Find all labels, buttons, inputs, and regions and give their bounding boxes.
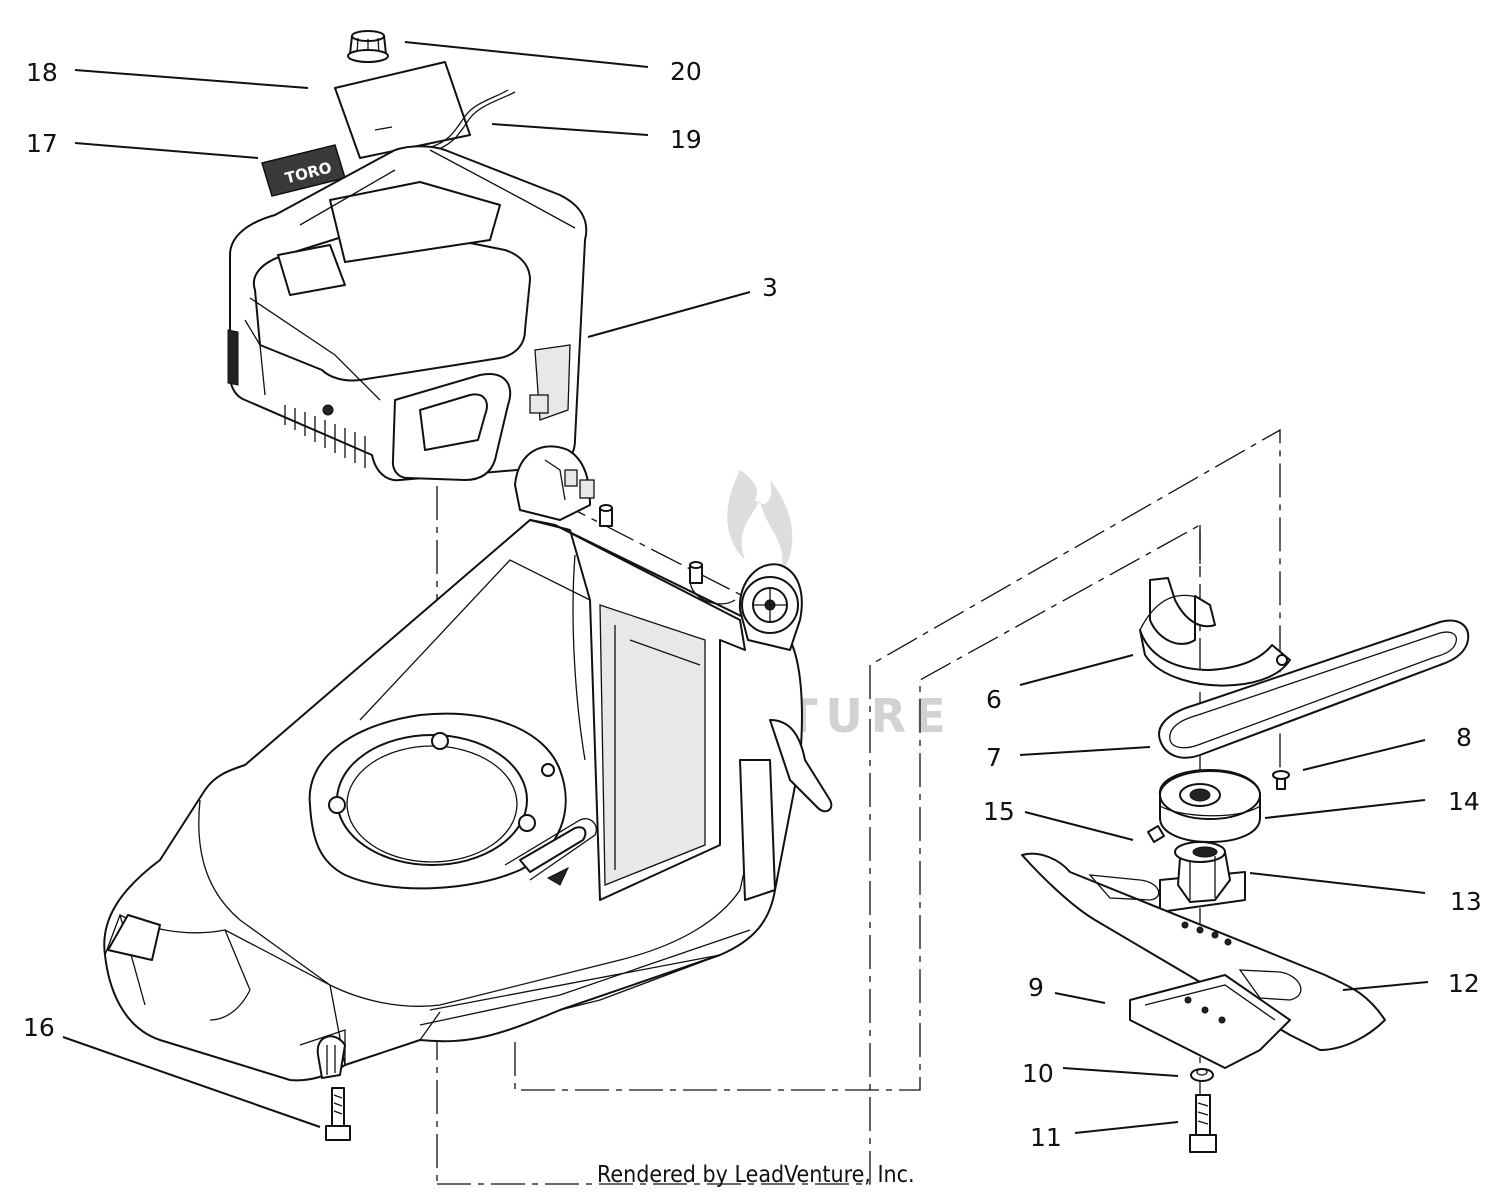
callout-10: 10 xyxy=(1022,1059,1054,1088)
callout-6: 6 xyxy=(986,685,1002,714)
part-18-decal xyxy=(334,61,471,159)
callout-7: 7 xyxy=(986,743,1002,772)
part-10-washer xyxy=(1190,1068,1214,1082)
part-11-blade-bolt xyxy=(1189,1094,1217,1153)
mower-deck xyxy=(103,445,833,1082)
part-16-bolt xyxy=(325,1087,351,1141)
part-8-screw xyxy=(1272,770,1290,790)
callout-17: 17 xyxy=(26,129,58,158)
part-19-wire xyxy=(427,89,516,153)
callout-20: 20 xyxy=(670,57,702,86)
cooling-fins xyxy=(284,405,366,468)
callout-16: 16 xyxy=(23,1013,55,1042)
part-14-pulley xyxy=(1158,769,1261,843)
part-7-belt xyxy=(1158,619,1470,759)
callout-8: 8 xyxy=(1456,723,1472,752)
part-6-baffle xyxy=(1139,577,1291,687)
callout-12: 12 xyxy=(1448,969,1480,998)
callout-18: 18 xyxy=(26,58,58,87)
part-13-blade-adapter xyxy=(1159,841,1246,913)
part-9-mulching-blade xyxy=(1129,974,1291,1069)
callout-13: 13 xyxy=(1450,887,1482,916)
leader-lines xyxy=(62,41,1429,1134)
callout-labels: 18 17 20 19 3 6 7 8 15 14 13 12 9 10 11 … xyxy=(23,57,1482,1152)
part-12-blade xyxy=(1021,852,1386,1051)
callout-15: 15 xyxy=(983,797,1015,826)
callout-19: 19 xyxy=(670,125,702,154)
callout-11: 11 xyxy=(1030,1123,1062,1152)
render-credit: Rendered by LeadVenture, Inc. xyxy=(597,1162,915,1188)
part-20-gas-cap xyxy=(347,30,389,63)
part-3-engine xyxy=(227,145,588,482)
part-15-set-screw xyxy=(1147,825,1165,843)
callout-14: 14 xyxy=(1448,787,1480,816)
callout-3: 3 xyxy=(762,273,778,302)
callout-9: 9 xyxy=(1028,973,1044,1002)
